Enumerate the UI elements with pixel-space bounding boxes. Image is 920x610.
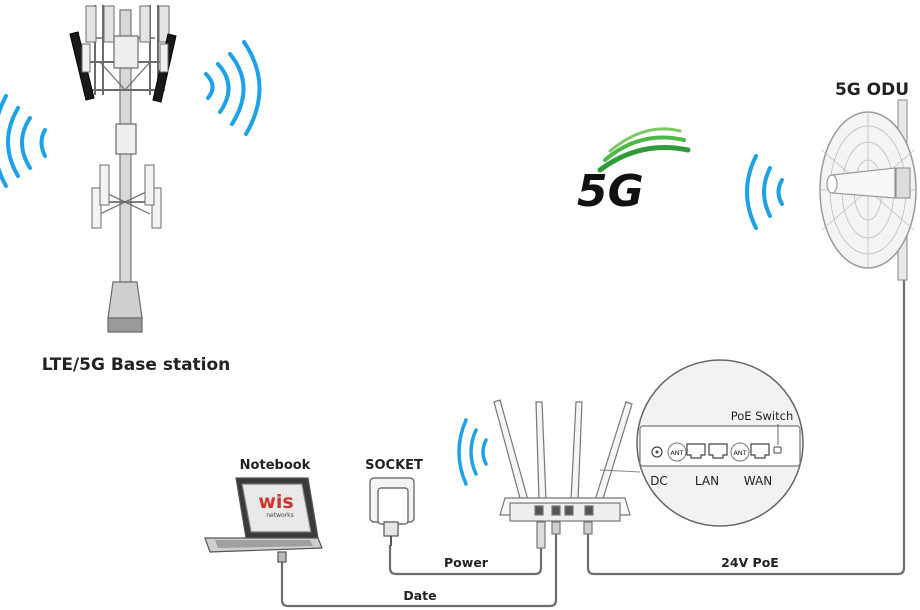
laptop-icon xyxy=(204,477,323,563)
dish-antenna-icon xyxy=(819,99,917,281)
cable-poe xyxy=(586,225,906,576)
wan-port xyxy=(750,443,770,459)
wan-label: WAN xyxy=(744,474,772,488)
ant-left-label: ANT xyxy=(670,449,683,457)
ant-connector-right xyxy=(730,442,750,462)
wifi-wave-icon xyxy=(457,418,488,486)
laptop-brand-sub: networks xyxy=(266,512,294,519)
poe-switch-label: PoE Switch xyxy=(731,409,794,423)
wifi-wave-icon xyxy=(745,154,784,230)
lan-label: LAN xyxy=(695,474,719,488)
date-label: Date xyxy=(403,588,436,603)
wifi-wave-icon xyxy=(0,40,262,188)
logo-5g: 5G xyxy=(577,127,691,217)
odu-label: 5G ODU xyxy=(835,80,909,100)
laptop-brand: wis xyxy=(258,491,293,513)
ant-connector-left xyxy=(667,442,687,462)
cables xyxy=(280,225,906,608)
base-station-label: LTE/5G Base station xyxy=(42,355,231,375)
lan-port xyxy=(686,443,706,459)
socket-label: SOCKET xyxy=(365,458,423,473)
power-adapter-icon xyxy=(369,477,415,546)
lan-port xyxy=(708,443,728,459)
router-icon xyxy=(493,399,633,549)
poe-label: 24V PoE xyxy=(721,555,779,570)
cable-power xyxy=(388,545,543,576)
ant-right-label: ANT xyxy=(733,449,746,457)
cable-data xyxy=(280,525,558,608)
logo-5g-text: 5G xyxy=(577,166,644,217)
dc-label: DC xyxy=(650,474,668,488)
poe-switch xyxy=(773,446,782,454)
power-label: Power xyxy=(444,555,489,570)
notebook-label: Notebook xyxy=(240,458,311,473)
tower-icon xyxy=(69,5,177,333)
router-panel: ANT ANT PoE Switch DC LAN WAN xyxy=(599,359,804,527)
